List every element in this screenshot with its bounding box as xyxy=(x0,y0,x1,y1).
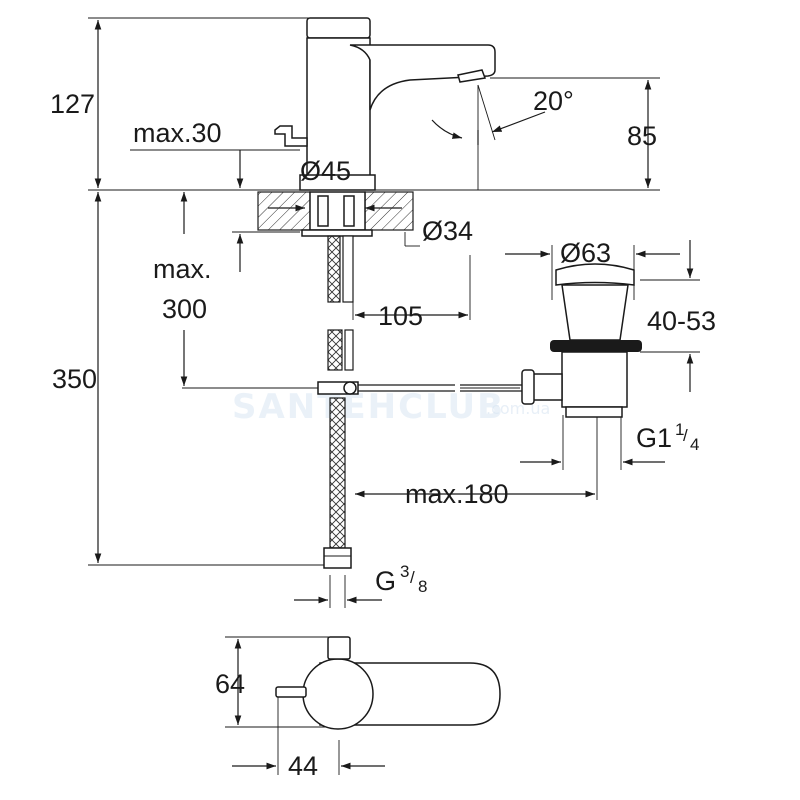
label-max: max. xyxy=(153,254,212,284)
label-dia-45: Ø45 xyxy=(300,156,351,186)
svg-text:/: / xyxy=(683,426,688,445)
watermark-sub: .com.ua xyxy=(486,399,550,418)
label-height-127: 127 xyxy=(50,89,95,119)
watermark: SANTEHCLUB .com.ua xyxy=(232,387,550,427)
waste-valve xyxy=(460,263,642,418)
watermark-main: SANTEHCLUB xyxy=(232,387,505,427)
label-g1-main: G1 xyxy=(636,423,672,453)
label-height-350: 350 xyxy=(52,364,97,394)
dimension-arrows xyxy=(94,20,694,770)
dimension-labels: 127 max.30 Ø45 20° 85 Ø34 max. 300 350 1… xyxy=(50,86,716,781)
label-dia-63: Ø63 xyxy=(560,238,611,268)
label-range-40-53: 40-53 xyxy=(647,306,716,336)
label-height-64: 64 xyxy=(215,669,245,699)
tap-body xyxy=(274,17,496,191)
label-angle-20: 20° xyxy=(533,86,574,116)
label-g1-denominator: 4 xyxy=(690,435,699,454)
label-max-30: max.30 xyxy=(133,118,222,148)
label-max-180: max.180 xyxy=(405,479,509,509)
countertop-section xyxy=(257,191,414,237)
label-g1-numerator: 1 xyxy=(675,420,684,439)
svg-text:/: / xyxy=(410,568,415,587)
label-height-85: 85 xyxy=(627,121,657,151)
pull-rod xyxy=(358,384,455,392)
label-g-denominator: 8 xyxy=(418,577,427,596)
plan-view xyxy=(275,636,501,730)
label-length-105: 105 xyxy=(378,301,423,331)
label-g-numerator: 3 xyxy=(400,562,409,581)
supply-hoses xyxy=(317,235,359,569)
label-g-main: G xyxy=(375,566,396,596)
label-300: 300 xyxy=(162,294,207,324)
label-width-44: 44 xyxy=(288,751,318,781)
label-dia-34: Ø34 xyxy=(422,216,473,246)
